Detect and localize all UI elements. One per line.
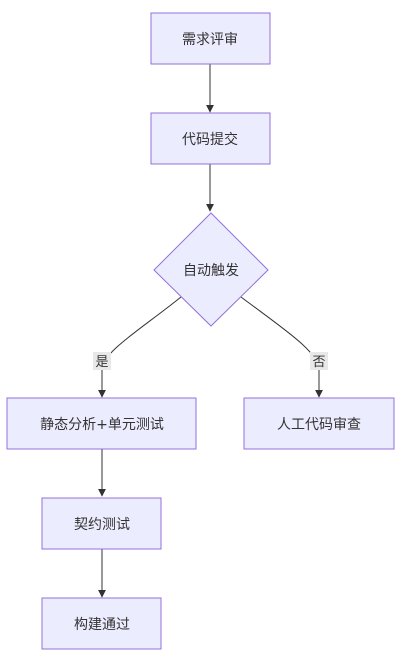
node-auto-trigger-decision: 自动触发 bbox=[153, 212, 269, 327]
edge-trigger-to-static bbox=[98, 296, 182, 398]
svg-text:否: 否 bbox=[312, 355, 325, 370]
edge-label-no: 否 bbox=[310, 352, 328, 370]
edge-label-yes: 是 bbox=[93, 352, 111, 370]
node-manual-code-review: 人工代码审查 bbox=[243, 397, 395, 450]
edge-trigger-to-manual bbox=[240, 296, 323, 398]
svg-text:契约测试: 契约测试 bbox=[74, 517, 130, 533]
svg-text:代码提交: 代码提交 bbox=[182, 131, 238, 148]
svg-text:静态分析+单元测试: 静态分析+单元测试 bbox=[40, 417, 164, 433]
svg-text:构建通过: 构建通过 bbox=[74, 617, 130, 633]
node-code-commit: 代码提交 bbox=[150, 112, 271, 165]
node-static-analysis: 静态分析+单元测试 bbox=[6, 397, 197, 450]
svg-text:需求评审: 需求评审 bbox=[182, 32, 238, 48]
svg-text:自动触发: 自动触发 bbox=[183, 263, 239, 279]
svg-text:是: 是 bbox=[95, 355, 108, 370]
node-build-pass: 构建通过 bbox=[41, 597, 162, 650]
svg-text:人工代码审查: 人工代码审查 bbox=[277, 417, 361, 433]
node-contract-test: 契约测试 bbox=[41, 497, 162, 550]
node-requirement-review: 需求评审 bbox=[150, 12, 271, 65]
